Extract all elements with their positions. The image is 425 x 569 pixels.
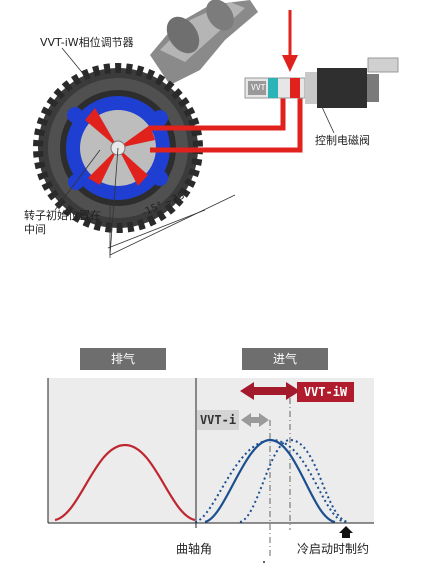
cold-start-arrow	[339, 526, 353, 538]
exhaust-panel	[48, 378, 196, 523]
rotor-leader-line	[54, 149, 101, 211]
cold-start-label: 冷启动时制约	[297, 542, 370, 556]
control-solenoid-valve	[244, 57, 399, 108]
rotor-label-line2: 中间	[24, 223, 46, 236]
solenoid-leader-line	[321, 106, 335, 134]
phaser-label: VVT-iW相位调节器	[40, 36, 134, 49]
exhaust-tag: 排气	[80, 348, 166, 370]
bottom-dot	[263, 561, 265, 563]
vvt-i-range-arrow	[241, 413, 269, 427]
vvt-i-label: VVT-i	[197, 410, 239, 430]
rotor-label-line1: 转子初始位置在	[24, 209, 101, 222]
solenoid-label: 控制电磁阀	[315, 134, 370, 147]
oil-lines	[150, 92, 303, 153]
phaser-leader-line	[61, 47, 91, 83]
intake-tag: 进气	[242, 348, 328, 370]
solenoid-tag: VVT	[251, 83, 266, 92]
actuation-arrow	[282, 10, 298, 72]
angle-dimension	[107, 147, 236, 256]
vvt-iw-range-arrow	[240, 382, 300, 400]
exhaust-curve	[54, 443, 196, 522]
intake-curve-solid	[204, 438, 336, 524]
x-axis-label: 曲轴角	[176, 542, 213, 556]
vvt-mechanism-illustration	[33, 0, 399, 258]
camshaft	[150, 0, 258, 85]
vvt-iw-label: VVT-iW	[297, 382, 354, 402]
